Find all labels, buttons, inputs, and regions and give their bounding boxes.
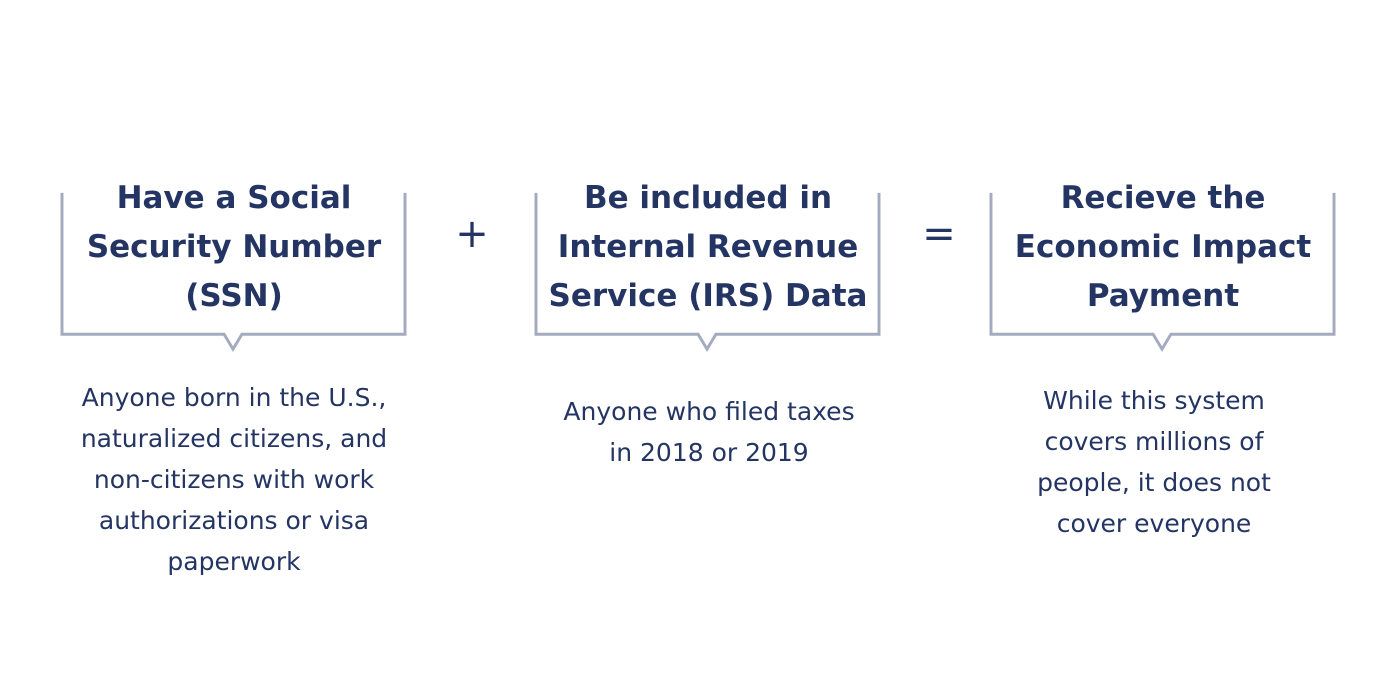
step-payment-description: While this system covers millions of peo… bbox=[1037, 386, 1271, 538]
step-payment-box: Recieve the Economic Impact Payment bbox=[989, 180, 1336, 352]
plus-operator: + bbox=[455, 211, 489, 257]
bracket-frame bbox=[534, 192, 881, 352]
bracket-frame bbox=[989, 192, 1336, 352]
step-irs-title: Be included in Internal Revenue Service … bbox=[548, 180, 868, 314]
step-ssn-description: Anyone born in the U.S., naturalized cit… bbox=[80, 383, 388, 576]
step-irs-description: Anyone who filed taxes in 2018 or 2019 bbox=[563, 397, 855, 467]
equals-operator: = bbox=[922, 211, 956, 257]
bracket-frame bbox=[60, 192, 407, 352]
step-ssn-title: Have a Social Security Number (SSN) bbox=[86, 180, 382, 314]
step-ssn-box: Have a Social Security Number (SSN) bbox=[60, 180, 407, 352]
step-irs-box: Be included in Internal Revenue Service … bbox=[534, 180, 881, 352]
step-payment-title: Recieve the Economic Impact Payment bbox=[1014, 180, 1312, 314]
